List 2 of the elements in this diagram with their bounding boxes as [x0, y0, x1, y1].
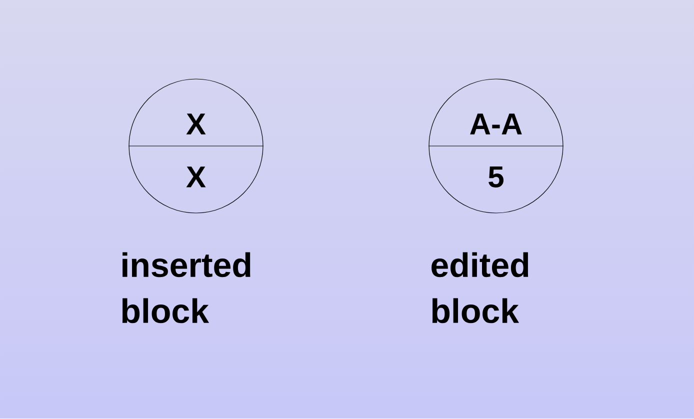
node-label: edited block [432, 252, 528, 324]
node-label: inserted block [122, 252, 250, 324]
